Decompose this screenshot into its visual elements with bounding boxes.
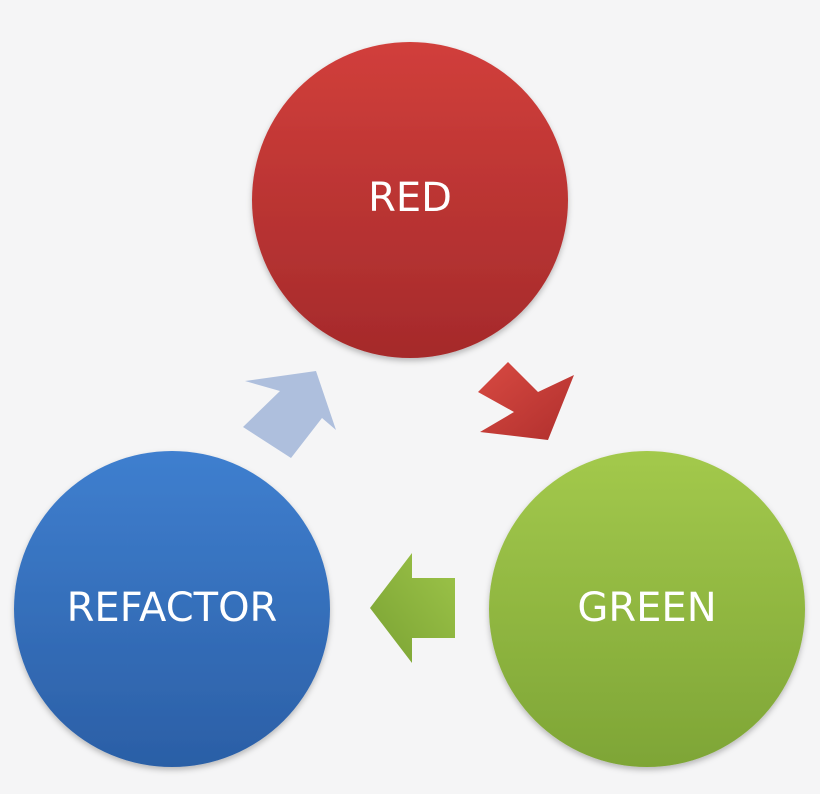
node-refactor: REFACTOR [14,451,330,767]
arrow-down-right-icon [478,362,574,440]
red-circle [252,42,568,358]
refactor-label: REFACTOR [67,585,278,631]
node-red: RED [252,42,568,358]
arrow-up-right-icon [243,371,336,458]
arrow-red-to-green [478,362,574,440]
arrow-green-to-refactor [370,553,455,663]
green-circle [489,451,805,767]
arrow-refactor-to-red [243,371,336,458]
red-label: RED [368,175,452,221]
green-label: GREEN [577,585,716,631]
refactor-circle [14,451,330,767]
node-green: GREEN [489,451,805,767]
arrow-left-icon [370,553,455,663]
